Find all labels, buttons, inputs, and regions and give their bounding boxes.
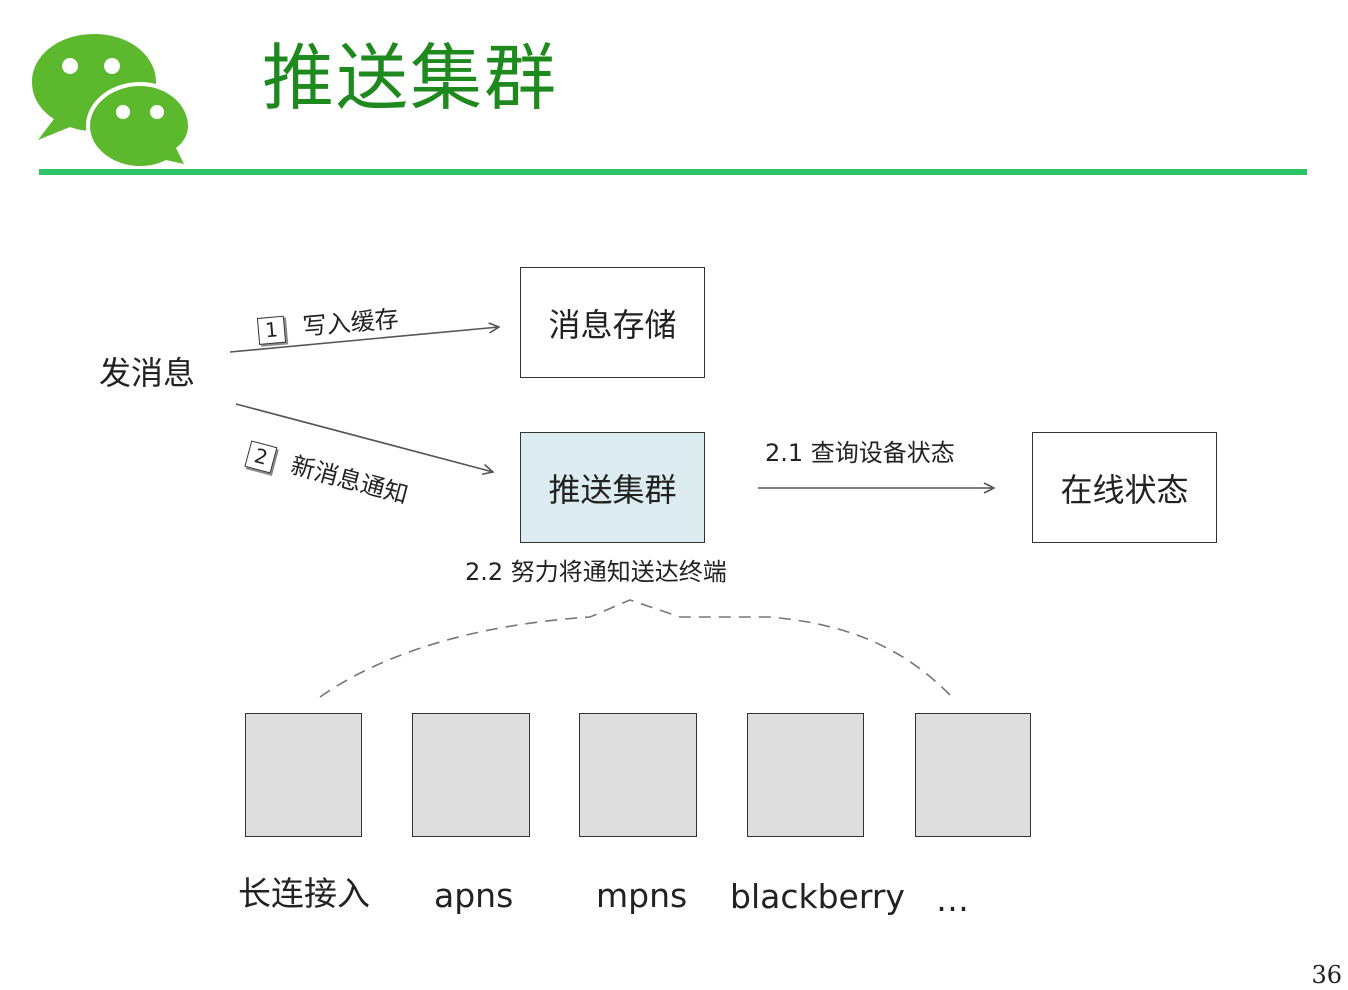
page-number: 36 xyxy=(1311,961,1342,989)
endpoint-label-long-connection: 长连接入 xyxy=(238,874,370,913)
delivery-brace xyxy=(319,599,951,698)
step-1-badge: 1 xyxy=(256,315,287,345)
endpoint-label-more: … xyxy=(936,880,969,919)
arrow-write-cache xyxy=(229,327,499,353)
node-push-cluster: 推送集群 xyxy=(520,432,705,543)
title-divider xyxy=(39,169,1307,175)
endpoint-label-mpns: mpns xyxy=(596,876,688,915)
slide-title: 推送集群 xyxy=(262,36,559,120)
endpoint-box-long-connection xyxy=(245,713,362,837)
endpoint-box-more xyxy=(915,713,1031,837)
endpoint-label-blackberry: blackberry xyxy=(730,877,905,916)
step-2-badge: 2 xyxy=(244,439,278,474)
edge-label-deliver: 2.2 努力将通知送达终端 xyxy=(465,558,727,586)
arrow-notify xyxy=(235,403,493,472)
wechat-logo-icon xyxy=(32,34,192,166)
source-send-message: 发消息 xyxy=(99,354,196,392)
endpoint-label-apns: apns xyxy=(434,876,514,915)
endpoint-box-blackberry xyxy=(747,713,864,837)
edge-label-query-status: 2.1 查询设备状态 xyxy=(765,439,955,467)
endpoint-box-apns xyxy=(412,713,530,837)
endpoint-box-mpns xyxy=(579,713,697,837)
node-online-status: 在线状态 xyxy=(1032,432,1217,543)
node-message-storage: 消息存储 xyxy=(520,267,705,378)
